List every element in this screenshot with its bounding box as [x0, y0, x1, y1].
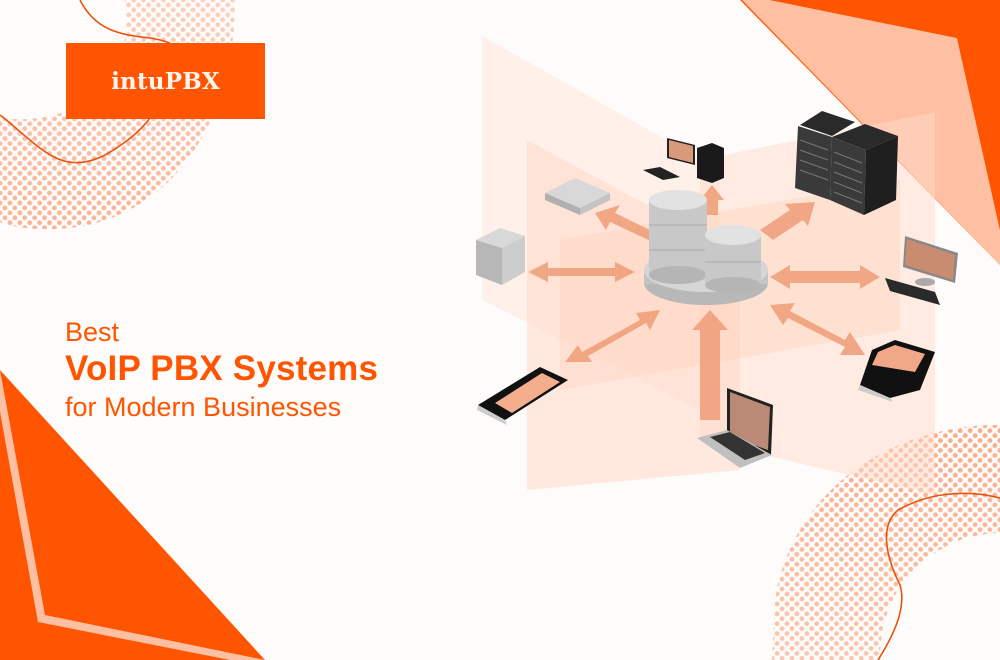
- headline-subtitle: for Modern Businesses: [65, 392, 342, 422]
- curve-line-bottom-right: [877, 492, 1000, 660]
- headline: Best VoIP PBX Systems for Modern Busines…: [65, 316, 378, 424]
- desktop-computer-icon: [643, 138, 724, 183]
- tower-server-icon: [476, 228, 525, 285]
- brand-logo[interactable]: intuPBX: [66, 43, 265, 119]
- monitor-icon: [885, 236, 958, 305]
- rack-server-icon: [795, 111, 898, 215]
- smartphone-icon: [477, 367, 568, 425]
- headline-line-1: Best: [65, 317, 120, 347]
- network-illustration: [476, 36, 958, 495]
- pbx-server-icon: [644, 190, 768, 305]
- orange-corner-bottom-left: [0, 370, 265, 660]
- headline-title: VoIP PBX Systems: [65, 349, 379, 388]
- qwerty-phone-icon: [858, 340, 935, 402]
- arrows: [528, 185, 880, 420]
- network-switch-icon: [545, 178, 610, 215]
- laptop-icon: [697, 388, 773, 468]
- logo-text: intuPBX: [111, 67, 220, 95]
